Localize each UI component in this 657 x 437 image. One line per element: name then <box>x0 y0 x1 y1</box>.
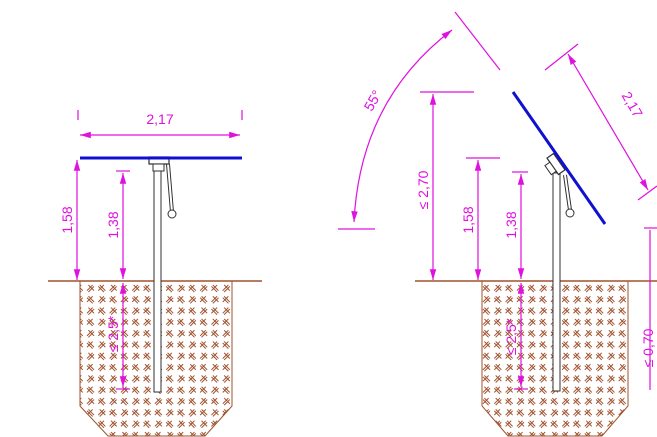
right-pivot-label: 1,38 <box>503 211 519 238</box>
right-foundation-width-label: ≤ 0,70 <box>640 328 656 367</box>
left-depth-label: ≤ 2,5* <box>105 315 121 352</box>
right-actuator-joint <box>565 208 575 218</box>
right-depth-label: ≤ 2,5* <box>503 318 519 355</box>
right-width-dimension <box>567 53 649 191</box>
right-pole <box>552 172 561 392</box>
right-view: 55° ≤ 2,70 1,58 1,38 2,17 ≤ 2,5* ≤ 0,70 <box>338 11 657 437</box>
left-view: 2,17 1,58 1,38 ≤ 2,5* <box>48 110 262 437</box>
right-bracket <box>544 152 566 176</box>
right-max-height-label: ≤ 2,70 <box>415 170 431 209</box>
left-pole <box>153 169 162 393</box>
right-height-label: 1,58 <box>460 206 476 233</box>
tilt-angle-arc <box>351 29 453 223</box>
right-width-label: 2,17 <box>619 89 647 121</box>
left-pivot-label: 1,38 <box>105 211 121 238</box>
tilt-angle-label: 55° <box>360 87 384 113</box>
left-width-label: 2,17 <box>146 111 173 127</box>
left-height-label: 1,58 <box>59 206 75 233</box>
left-actuator-joint <box>167 209 177 219</box>
right-panel <box>511 91 607 225</box>
